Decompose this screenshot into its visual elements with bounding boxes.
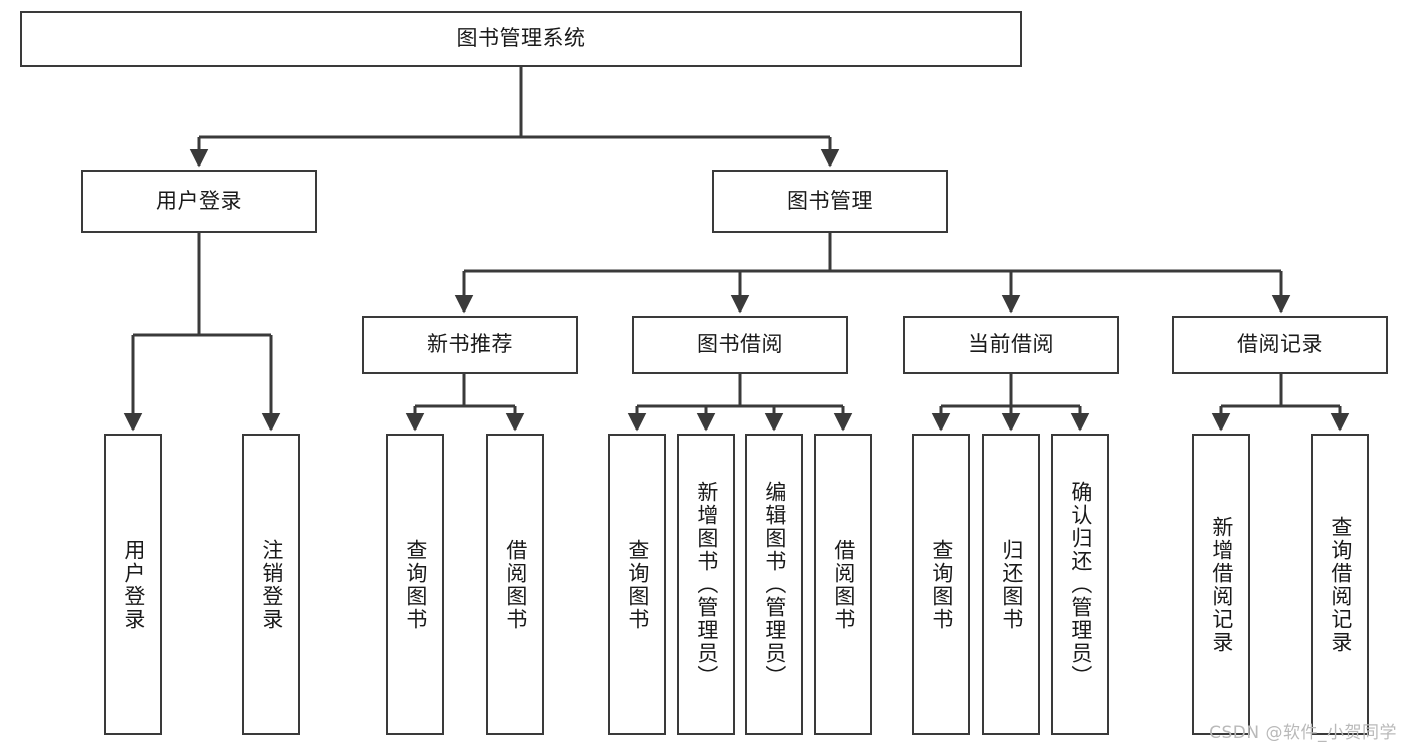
- node-leaf-confirm-return[interactable]: 确认归还（管理员）: [1051, 434, 1109, 735]
- node-root[interactable]: 图书管理系统: [20, 11, 1022, 67]
- node-leaf-query-book-1-label: 查询图书: [403, 538, 428, 631]
- node-leaf-return-book-label: 归还图书: [999, 538, 1024, 631]
- node-leaf-edit-book-label: 编辑图书（管理员）: [762, 481, 787, 688]
- node-new-book-recommend[interactable]: 新书推荐: [362, 316, 578, 374]
- node-user-login-label: 用户登录: [156, 188, 242, 213]
- node-current-borrow[interactable]: 当前借阅: [903, 316, 1119, 374]
- node-leaf-logout-login[interactable]: 注销登录: [242, 434, 300, 735]
- node-book-manage-label: 图书管理: [787, 188, 873, 213]
- node-leaf-user-login-label: 用户登录: [121, 538, 146, 631]
- node-leaf-query-record-label: 查询借阅记录: [1328, 515, 1353, 654]
- node-leaf-borrow-book-1[interactable]: 借阅图书: [486, 434, 544, 735]
- node-leaf-borrow-book-1-label: 借阅图书: [503, 538, 528, 631]
- node-leaf-borrow-book-2[interactable]: 借阅图书: [814, 434, 872, 735]
- node-user-login[interactable]: 用户登录: [81, 170, 317, 233]
- node-leaf-borrow-book-2-label: 借阅图书: [831, 538, 856, 631]
- node-leaf-edit-book[interactable]: 编辑图书（管理员）: [745, 434, 803, 735]
- node-root-label: 图书管理系统: [456, 26, 586, 51]
- node-book-borrow[interactable]: 图书借阅: [632, 316, 848, 374]
- node-leaf-add-book-label: 新增图书（管理员）: [694, 481, 719, 688]
- node-leaf-user-login[interactable]: 用户登录: [104, 434, 162, 735]
- node-leaf-query-record[interactable]: 查询借阅记录: [1311, 434, 1369, 735]
- csdn-watermark: CSDN @软件_小贺同学: [1209, 723, 1397, 743]
- node-leaf-logout-login-label: 注销登录: [259, 538, 284, 631]
- node-leaf-query-book-3[interactable]: 查询图书: [912, 434, 970, 735]
- node-leaf-confirm-return-label: 确认归还（管理员）: [1068, 481, 1093, 688]
- node-leaf-add-book[interactable]: 新增图书（管理员）: [677, 434, 735, 735]
- node-leaf-add-record[interactable]: 新增借阅记录: [1192, 434, 1250, 735]
- node-leaf-query-book-1[interactable]: 查询图书: [386, 434, 444, 735]
- node-leaf-return-book[interactable]: 归还图书: [982, 434, 1040, 735]
- node-book-borrow-label: 图书借阅: [697, 332, 783, 357]
- node-new-book-recommend-label: 新书推荐: [427, 332, 513, 357]
- node-leaf-query-book-3-label: 查询图书: [929, 538, 954, 631]
- node-book-manage[interactable]: 图书管理: [712, 170, 948, 233]
- node-current-borrow-label: 当前借阅: [968, 332, 1054, 357]
- node-borrow-record[interactable]: 借阅记录: [1172, 316, 1388, 374]
- node-leaf-query-book-2[interactable]: 查询图书: [608, 434, 666, 735]
- node-leaf-query-book-2-label: 查询图书: [625, 538, 650, 631]
- node-borrow-record-label: 借阅记录: [1237, 332, 1323, 357]
- node-leaf-add-record-label: 新增借阅记录: [1209, 515, 1234, 654]
